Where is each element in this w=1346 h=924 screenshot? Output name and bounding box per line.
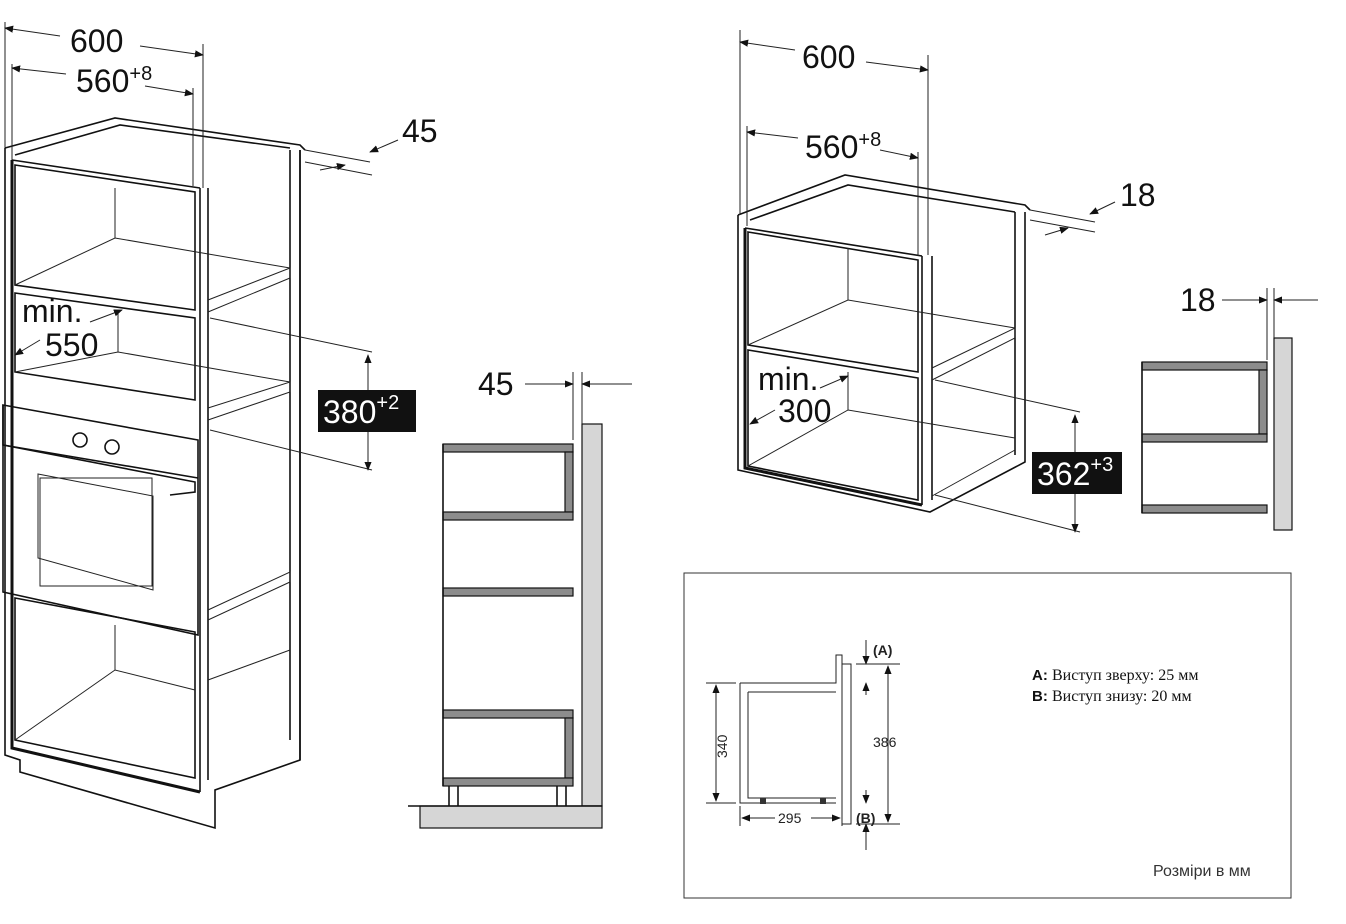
wall-cabinet-drawing (737, 174, 1081, 533)
wall-depth-label: 18 (1120, 177, 1156, 213)
detail-label-a: (A) (873, 642, 892, 658)
note-b-text: Виступ знизу: 20 мм (1052, 688, 1192, 705)
tall-width-dimension: 600 560+8 (4, 22, 204, 188)
tall-niche-height-badge (318, 390, 416, 432)
tall-inner-width-label: 560+8 (76, 63, 152, 99)
tall-cabinet-drawing (2, 117, 373, 830)
wall-min-dimension: min. 300 (749, 361, 849, 429)
detail-height-386: 386 (873, 734, 897, 750)
tall-depth-dimension: 45 (304, 113, 438, 176)
note-b-key: B: (1032, 688, 1048, 705)
wall-width-label: 600 (802, 39, 855, 75)
tall-niche-height-dimension: 380+2 (318, 354, 416, 471)
detail-label-b: (B) (856, 810, 875, 826)
note-a-text: Виступ зверху: 25 мм (1052, 667, 1198, 684)
detail-box: (A) (B) 340 386 295 A: Виступ зверху: 25… (683, 572, 1292, 899)
tall-side-view: 45 (408, 366, 632, 829)
tall-width-label: 600 (70, 23, 123, 59)
tall-side-gap-label: 45 (478, 366, 514, 402)
tall-min-label: min. (22, 293, 82, 329)
tall-min-value: 550 (45, 327, 98, 363)
wall-depth-dimension: 18 (1029, 177, 1156, 236)
units-note: Розміри в мм (1153, 863, 1251, 880)
tall-depth-label: 45 (402, 113, 438, 149)
detail-depth-295: 295 (778, 810, 802, 826)
wall-side-gap-label: 18 (1180, 282, 1216, 318)
wall-niche-height-badge (1032, 452, 1122, 494)
note-a-key: A: (1032, 667, 1048, 684)
wall-side-view: 18 (1141, 282, 1318, 531)
wall-inner-width-label: 560+8 (805, 129, 881, 165)
wall-min-label: min. (758, 361, 818, 397)
wall-width-dimension: 600 560+8 (739, 30, 929, 256)
wall-niche-height-label: 362+3 (1037, 454, 1113, 492)
tall-min-dimension: min. 550 (14, 293, 123, 363)
wall-niche-height-dimension: 362+3 (1032, 414, 1122, 533)
wall-min-value: 300 (778, 393, 831, 429)
tall-niche-height-label: 380+2 (323, 392, 399, 430)
detail-height-340: 340 (714, 734, 730, 758)
